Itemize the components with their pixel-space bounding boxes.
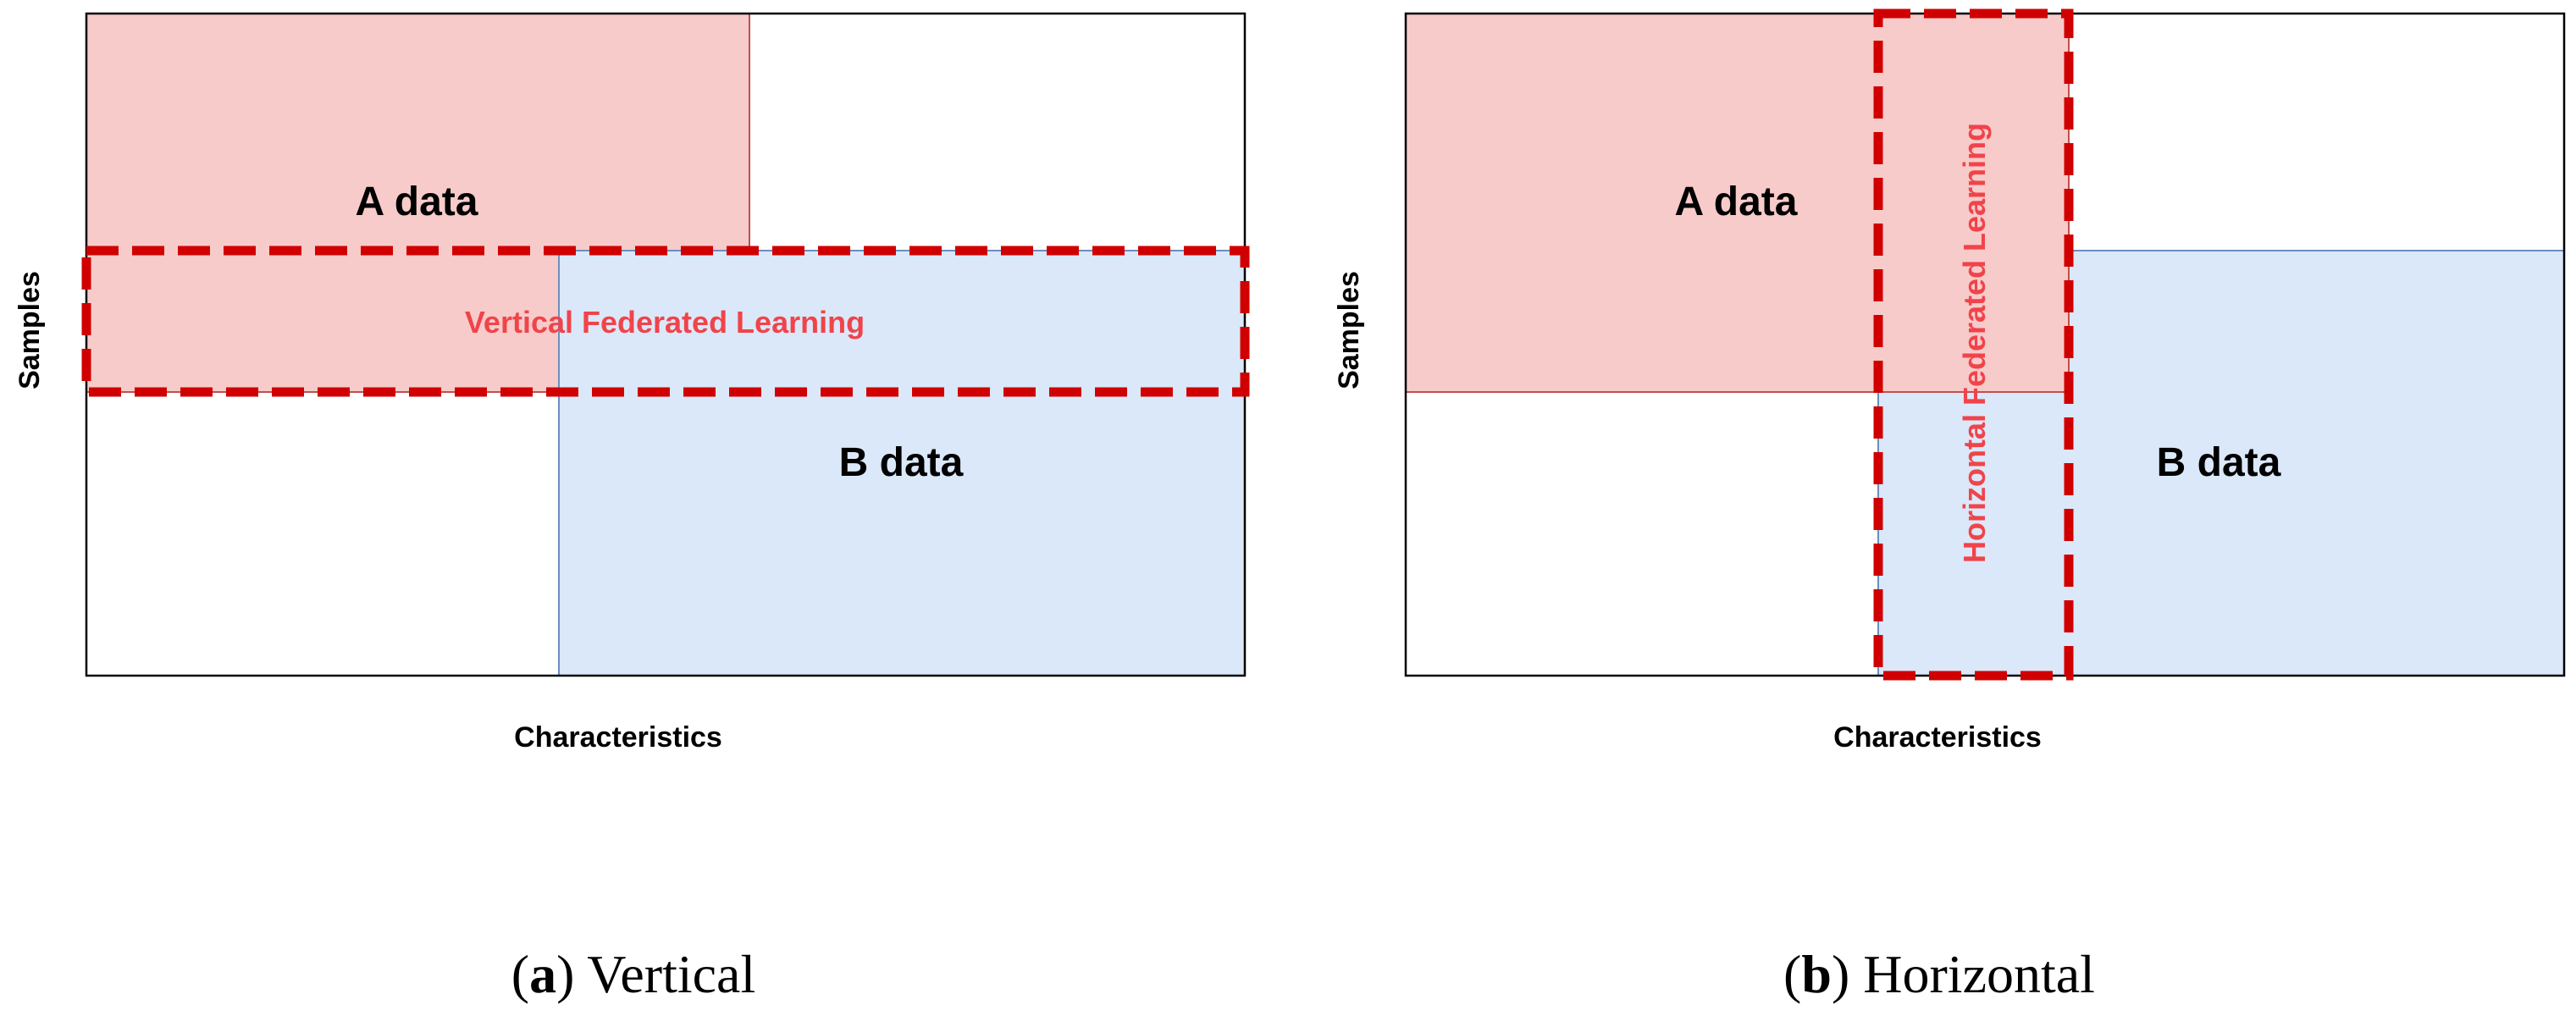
b-data-label: B data [839, 440, 964, 485]
x-axis-label: Characteristics [1833, 721, 2042, 754]
caption-horizontal: (b) Horizontal [1783, 944, 2095, 1004]
caption-text: Vertical [587, 944, 755, 1004]
vertical-fl-dashed-region [81, 246, 1250, 397]
caption-paren-open: ( [511, 944, 529, 1004]
y-axis-label: Samples [1333, 271, 1365, 389]
caption-letter: b [1801, 944, 1832, 1004]
x-axis-label: Characteristics [514, 721, 722, 754]
a-data-label: A data [1675, 179, 1798, 224]
b-data-block [558, 250, 1246, 676]
caption-paren-close: ) [556, 944, 587, 1004]
y-axis-label: Samples [14, 271, 46, 389]
b-data-label: B data [2157, 440, 2281, 485]
caption-paren-open: ( [1783, 944, 1801, 1004]
caption-text: Horizontal [1863, 944, 2095, 1004]
horizontal-fl-label: Horizontal Federated Learning [1957, 123, 1992, 563]
caption-vertical: (a) Vertical [511, 944, 755, 1004]
panel-horizontal: A data B data Horizontal Federated Learn… [1333, 8, 2566, 1004]
caption-paren-close: ) [1832, 944, 1863, 1004]
panel-vertical: A data B data Vertical Federated Learnin… [14, 12, 1250, 1004]
vertical-fl-label: Vertical Federated Learning [465, 305, 865, 340]
a-data-block [1405, 13, 2070, 393]
a-data-label: A data [356, 179, 478, 224]
caption-letter: a [529, 944, 556, 1004]
horizontal-fl-dashed-region [1873, 8, 2074, 681]
